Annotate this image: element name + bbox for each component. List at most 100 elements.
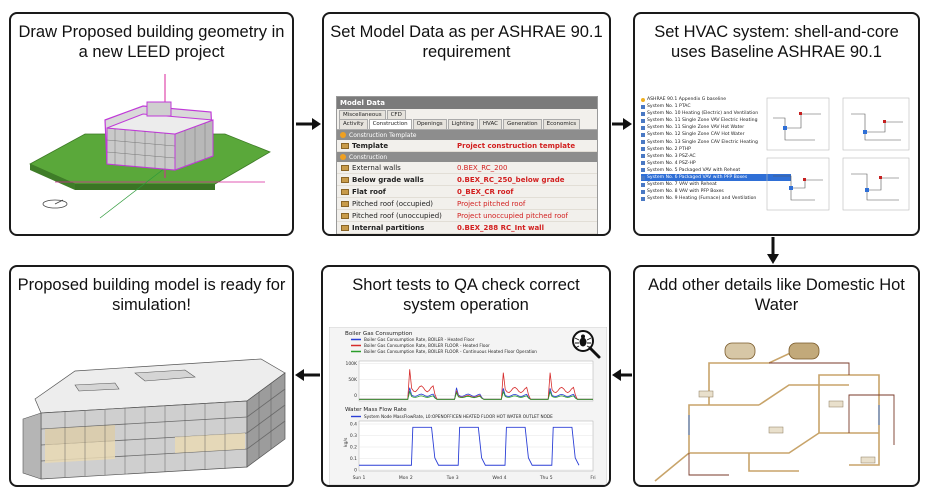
construction-label: Pitched roof (unoccupied) xyxy=(352,211,442,220)
step-title: Proposed building model is ready for sim… xyxy=(17,276,286,314)
hvac-system-item[interactable]: System No. 10 Heating (Electric) and Ven… xyxy=(641,110,791,117)
construction-value: 0.BEX_RC_200 xyxy=(457,163,508,172)
y-tick-label: 100K xyxy=(345,361,358,367)
construction-row-label-wrap: Pitched roof (unoccupied) xyxy=(337,212,457,220)
model-data-header: Model Data xyxy=(337,97,597,109)
construction-row[interactable]: Flat roof 0_BEX_CR roof xyxy=(337,186,597,198)
arrow-step4-to-step5 xyxy=(612,369,632,381)
step-title: Short tests to QA check correct system o… xyxy=(352,276,580,314)
x-tick-label: Tue 3 xyxy=(446,475,459,481)
legend-label: Boiler Gas Consumption Rate, BOILER - He… xyxy=(364,337,475,342)
model-data-tabs-row1: Miscellaneous CFD xyxy=(337,109,597,119)
hvac-system-item[interactable]: System No. 3 PSZ-AC xyxy=(641,153,791,160)
construction-value: 0_BEX_CR roof xyxy=(457,187,514,196)
y-tick-label: 0 xyxy=(354,393,357,399)
hvac-system-item[interactable]: System No. 4 PSZ-HP xyxy=(641,160,791,167)
construction-row-label-wrap: Internal partitions xyxy=(337,224,457,232)
construction-row-label-wrap: Pitched roof (occupied) xyxy=(337,200,457,208)
x-tick-label: Thu 5 xyxy=(539,475,553,481)
arrow-step5-to-step6 xyxy=(295,369,320,381)
hvac-system-item[interactable]: System No. 6 Packaged VAV with PFP Boxes xyxy=(641,174,791,182)
construction-value: Project pitched roof xyxy=(457,199,526,208)
hvac-system-item[interactable]: System No. 8 VAV with PFP Boxes xyxy=(641,188,791,195)
tab-hvac[interactable]: HVAC xyxy=(478,119,502,129)
y-tick-label: 0.2 xyxy=(350,445,357,451)
panel1-legend: Boiler Gas Consumption Rate, BOILER - He… xyxy=(351,337,537,354)
legend-label: Boiler Gas Consumption Rate, BOILER FLOO… xyxy=(364,349,537,354)
hvac-system-item[interactable]: System No. 12 Single Zone CAV Hot Water xyxy=(641,131,791,138)
construction-row[interactable]: Internal partitions 0.BEX_288 RC_Int wall xyxy=(337,222,597,234)
panel2-plot-area xyxy=(358,420,594,472)
construction-label: External walls xyxy=(352,163,401,172)
construction-row[interactable]: Below grade walls 0.BEX_RC_250_below grad… xyxy=(337,174,597,186)
construction-value: 0.BEX_RC_250_below grade xyxy=(457,175,565,184)
legend-label: Boiler Gas Consumption Rate, BOILER FLOO… xyxy=(364,343,490,348)
construction-value: Project unoccupied pitched roof xyxy=(457,211,568,220)
tab-economics[interactable]: Economics xyxy=(542,119,581,129)
step-title: Set Model Data as per ASHRAE 90.1 requir… xyxy=(330,23,603,61)
hvac-system-item[interactable]: System No. 2 PTHP xyxy=(641,146,791,153)
hvac-system-item[interactable]: System No. 5 Packaged VAV with Reheat xyxy=(641,167,791,174)
tab-miscellaneous[interactable]: Miscellaneous xyxy=(339,110,386,119)
hvac-tree-root[interactable]: ASHRAE 90.1 Appendix G baseline xyxy=(641,96,791,103)
construction-icon xyxy=(341,164,349,171)
tab-generation[interactable]: Generation xyxy=(502,119,542,129)
series-line xyxy=(359,426,580,466)
proposed-geometry-3d-view xyxy=(29,74,271,219)
hvac-system-tree: ASHRAE 90.1 Appendix G baseline System N… xyxy=(641,96,791,216)
template-value: Project construction template xyxy=(457,141,576,150)
collapse-icon xyxy=(340,154,346,160)
construction-row[interactable]: Pitched roof (unoccupied) Project unoccup… xyxy=(337,210,597,222)
construction-row-label-wrap: Flat roof xyxy=(337,188,457,196)
tab-lighting[interactable]: Lighting xyxy=(447,119,478,129)
template-icon xyxy=(341,142,349,149)
arrow-step1-to-step2 xyxy=(296,118,321,130)
hvac-system-item[interactable]: System No. 9 Heating (Furnace) and Venti… xyxy=(641,195,791,202)
hvac-system-item[interactable]: System No. 11 Single Zone VAV Hot Water xyxy=(641,124,791,131)
construction-value: 0.BEX_288 RC_Int wall xyxy=(457,223,544,232)
tab-cfd[interactable]: CFD xyxy=(386,110,406,119)
step-model-data: Set Model Data as per ASHRAE 90.1 requir… xyxy=(322,12,611,236)
section-construction-template[interactable]: Construction Template xyxy=(337,130,597,140)
construction-row[interactable]: Pitched roof (occupied) Project pitched r… xyxy=(337,198,597,210)
tab-construction[interactable]: Construction xyxy=(368,119,412,129)
section-label: Construction Template xyxy=(349,131,417,139)
construction-icon xyxy=(341,200,349,207)
panel1-series xyxy=(359,369,593,400)
hvac-system-item[interactable]: System No. 1 PTAC xyxy=(641,103,791,110)
construction-label: Below grade walls xyxy=(352,175,424,184)
construction-row-label-wrap: Below grade walls xyxy=(337,176,457,184)
construction-icon xyxy=(341,224,349,231)
proposed-building-model-3d-view xyxy=(22,358,286,480)
step-model-ready: Proposed building model is ready for sim… xyxy=(9,265,294,487)
step-draw-geometry: Draw Proposed building geometry in a new… xyxy=(9,12,294,236)
y-tick-label: 50K xyxy=(348,377,358,383)
y-tick-label: 0 xyxy=(354,468,357,474)
section-construction[interactable]: Construction xyxy=(337,152,597,162)
x-tick-label: Sun 1 xyxy=(353,475,366,481)
x-tick-label: Wed 4 xyxy=(492,475,506,481)
template-label: Template xyxy=(352,141,389,150)
hvac-system-item[interactable]: System No. 13 Single Zone CAV Electric H… xyxy=(641,139,791,146)
x-tick-label: Fri xyxy=(590,475,595,481)
tab-openings[interactable]: Openings xyxy=(412,119,447,129)
magnifier-bug-icon xyxy=(572,330,601,359)
construction-label: Internal partitions xyxy=(352,223,425,232)
hvac-system-item[interactable]: System No. 7 VAV with Reheat xyxy=(641,181,791,188)
panel2-series xyxy=(359,426,580,466)
dhw-schematic xyxy=(649,335,907,485)
construction-label: Flat roof xyxy=(352,187,386,196)
section-label: Construction xyxy=(349,153,388,161)
collapse-icon xyxy=(340,132,346,138)
construction-icon xyxy=(341,176,349,183)
step-title: Draw Proposed building geometry in a new… xyxy=(18,23,285,61)
construction-row[interactable]: External walls 0.BEX_RC_200 xyxy=(337,162,597,174)
construction-row-label-wrap: External walls xyxy=(337,164,457,172)
step-hvac-system: Set HVAC system: shell-and-core uses Bas… xyxy=(633,12,920,236)
tab-activity[interactable]: Activity xyxy=(339,119,368,129)
step-qa-tests: Short tests to QA check correct system o… xyxy=(321,265,611,487)
hvac-system-item[interactable]: System No. 11 Single Zone VAV Electric H… xyxy=(641,117,791,124)
panel2-title: Water Mass Flow Rate xyxy=(345,407,407,413)
template-row[interactable]: Template Project construction template xyxy=(337,140,597,152)
construction-label: Pitched roof (occupied) xyxy=(352,199,434,208)
